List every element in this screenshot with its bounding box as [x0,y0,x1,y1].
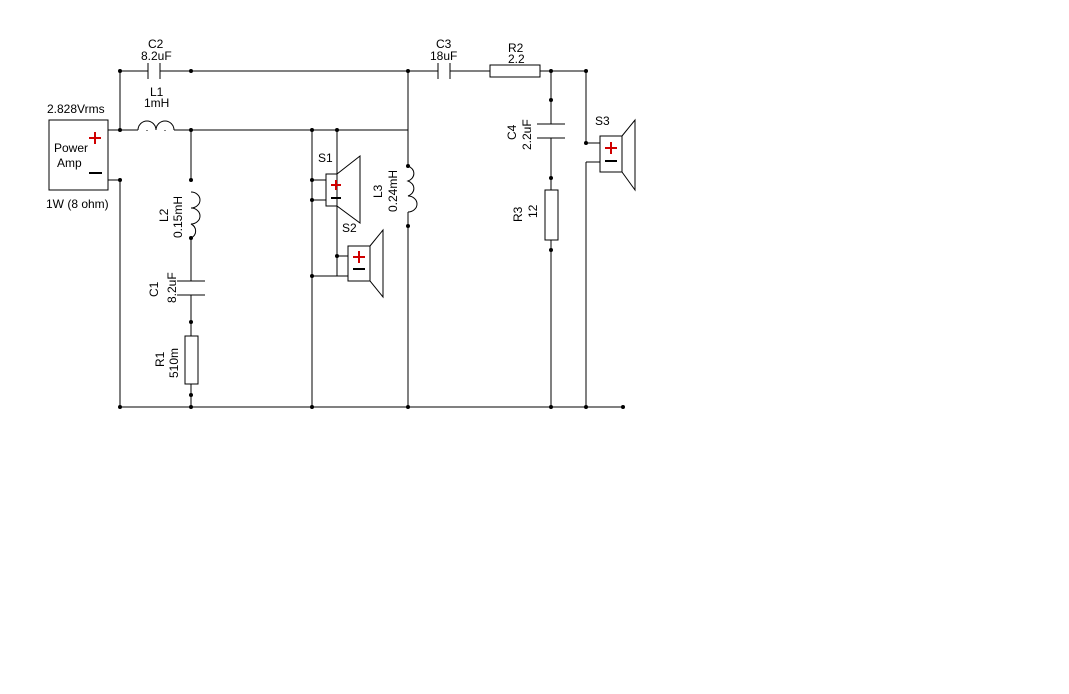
c4-ref-label: C4 [505,124,519,140]
r3-ref-label: R3 [511,206,525,222]
plus-terminal-icon [331,180,341,190]
plus-terminal-icon [353,251,365,263]
capacitor-icon [147,63,161,79]
r3-value-label: 12 [526,204,540,218]
l1-value-label: 1mH [144,96,169,110]
l2-ref-label: L2 [157,208,171,222]
junction-dots [118,69,625,409]
source-voltage-label: 2.828Vrms [47,102,105,116]
capacitor-icon [537,123,565,139]
resistor-r2[interactable] [489,64,541,78]
c2-value-label: 8.2uF [141,49,172,63]
capacitor-icon [437,63,451,79]
plus-terminal-icon [89,132,101,144]
s2-ref-label: S2 [342,221,357,235]
resistor-icon [489,64,541,78]
c3-ref-label: C3 [436,37,452,51]
resistor-r3[interactable] [544,189,559,241]
resistor-icon [544,189,559,241]
capacitor-c4[interactable] [537,123,565,139]
capacitor-c2[interactable] [147,63,161,79]
plus-terminal-icon [605,142,617,154]
r2-value-label: 2.2 [508,52,525,66]
l3-value-label: 0.24mH [386,170,400,212]
speaker-s1[interactable] [325,154,361,224]
power-amp-box [48,119,109,191]
wires [108,70,623,408]
source-power-label: 1W (8 ohm) [46,197,109,211]
speaker-s2[interactable] [347,228,384,299]
c1-value-label: 8.2uF [165,272,179,303]
inductor-icon [406,165,418,213]
inductor-l3[interactable] [406,165,418,213]
inductor-l2[interactable] [190,191,201,239]
c4-value-label: 2.2uF [520,119,534,150]
resistor-icon [184,335,199,385]
r1-value-label: 510m [167,348,181,378]
power-amp-name-line1: Power [54,141,88,155]
speaker-s3[interactable] [599,118,636,192]
power-amp-name-line2: Amp [57,156,82,170]
l1-ref-label: L1 [150,85,164,99]
c3-value-label: 18uF [430,49,457,63]
l2-value-label: 0.15mH [171,196,185,238]
resistor-r1[interactable] [184,335,199,385]
inductor-l1[interactable] [137,120,175,132]
s1-ref-label: S1 [318,151,333,165]
capacitor-c1[interactable] [177,280,205,296]
capacitor-icon [177,280,205,296]
r1-ref-label: R1 [153,351,167,367]
r2-ref-label: R2 [508,41,524,55]
c1-ref-label: C1 [147,281,161,297]
inductor-icon [137,120,175,132]
c2-ref-label: C2 [148,37,164,51]
s3-ref-label: S3 [595,114,610,128]
l3-ref-label: L3 [371,184,385,198]
inductor-icon [190,191,201,239]
power-amp-source[interactable]: Power Amp [48,119,109,191]
capacitor-c3[interactable] [437,63,451,79]
